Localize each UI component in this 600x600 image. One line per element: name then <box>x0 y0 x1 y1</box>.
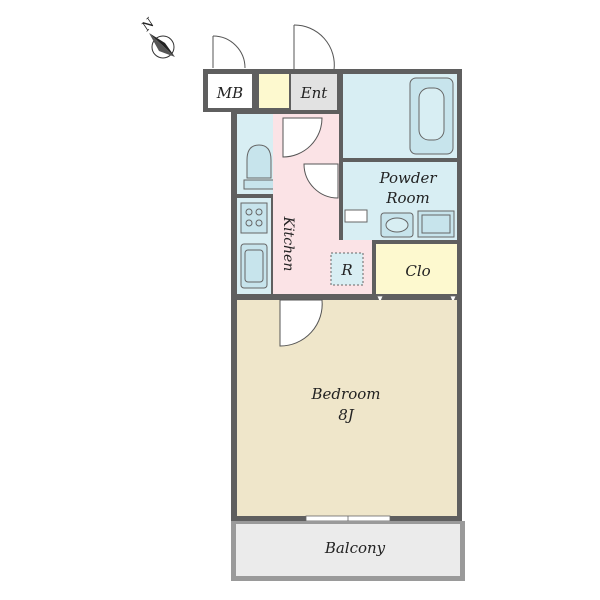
kitchen-sink <box>240 243 268 289</box>
entrance: Ent <box>291 74 337 110</box>
interior-doors <box>279 117 339 347</box>
balcony-label: Balcony <box>324 539 386 557</box>
powder-room-label-line2: Room <box>385 189 430 207</box>
bedroom-label-line2: 8J <box>338 406 355 424</box>
kitchen-counter <box>237 198 271 294</box>
balcony-window <box>305 515 391 522</box>
meter-box-label: MB <box>216 84 243 102</box>
refrigerator-label: R <box>340 261 352 279</box>
compass-north-label: N <box>139 15 159 35</box>
bedroom: Bedroom 8J <box>237 300 457 516</box>
bedroom-label-line1: Bedroom <box>311 385 381 403</box>
refrigerator-space: R <box>330 252 364 286</box>
bathroom <box>343 74 457 158</box>
compass-arrow-icon <box>149 33 175 59</box>
stove <box>240 202 268 234</box>
shoe-storage <box>259 74 289 108</box>
kitchen-label: Kitchen <box>280 216 296 272</box>
powder-room-label-line1: Powder <box>378 169 437 187</box>
closet-label: Clo <box>405 262 430 280</box>
closet: Clo <box>376 244 457 305</box>
meter-box: MB <box>208 74 252 108</box>
compass: N <box>139 15 175 59</box>
entrance-label: Ent <box>300 84 329 102</box>
entrance-doors <box>212 24 335 71</box>
balcony: Balcony <box>231 521 465 581</box>
powder-room: Powder Room <box>343 162 457 240</box>
